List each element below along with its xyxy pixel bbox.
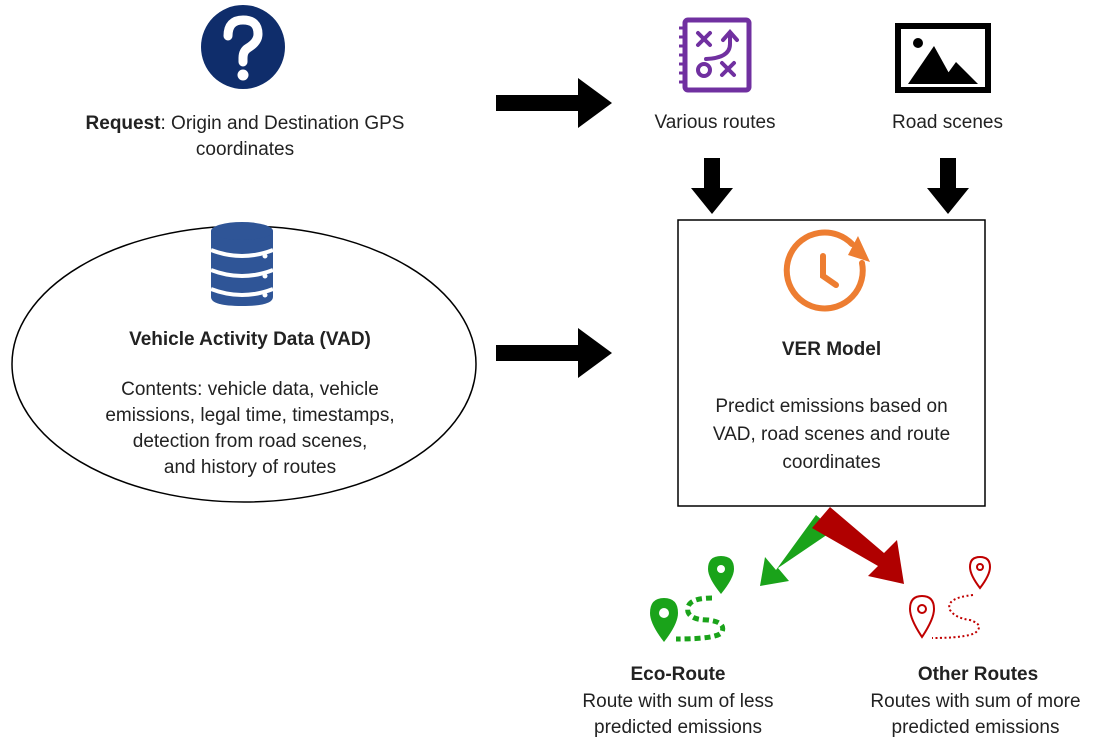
arrow-eco-route <box>760 515 834 586</box>
clock-history-icon <box>783 229 870 312</box>
ver-model-description-line: VAD, road scenes and route <box>712 424 951 445</box>
request-label: Request: Origin and Destination GPS coor… <box>60 111 430 163</box>
ver-model-description: Predict emissions based on VAD, road sce… <box>678 393 985 477</box>
request-label-rest: : Origin and Destination GPS <box>160 113 405 134</box>
road-scenes-label: Road scenes <box>892 112 1003 133</box>
eco-route-description: Route with sum of less predicted emissio… <box>548 689 808 741</box>
ver-model-description-line: coordinates <box>782 452 881 473</box>
eco-route-icon <box>650 556 734 642</box>
eco-route-description-line: predicted emissions <box>594 717 762 738</box>
other-routes-icon <box>908 555 992 639</box>
request-label-line2: coordinates <box>195 139 295 160</box>
vad-contents-line: emissions, legal time, timestamps, <box>105 405 395 426</box>
other-routes-description-line: Routes with sum of more <box>870 691 1081 712</box>
various-routes-label: Various routes <box>654 112 776 133</box>
request-label-bold: Request <box>85 113 161 134</box>
routes-map-icon <box>679 17 752 93</box>
arrow-scenes-to-model <box>927 158 969 214</box>
eco-route-title: Eco-Route <box>630 664 726 685</box>
vad-contents-line: and history of routes <box>163 457 337 478</box>
vad-contents-line: detection from road scenes, <box>132 431 368 452</box>
ver-model-description-line: Predict emissions based on <box>715 396 948 417</box>
arrow-vad-to-model <box>496 328 612 378</box>
ver-model-box <box>677 219 986 507</box>
other-routes-title: Other Routes <box>917 664 1039 685</box>
ver-model-title: VER Model <box>781 339 882 360</box>
other-routes-description: Routes with sum of more predicted emissi… <box>848 689 1103 741</box>
eco-route-description-line: Route with sum of less <box>582 691 774 712</box>
image-icon <box>895 23 991 93</box>
vad-title: Vehicle Activity Data (VAD) <box>129 329 371 350</box>
arrow-request-to-routes <box>496 78 612 128</box>
arrow-other-routes <box>812 507 904 584</box>
database-icon <box>210 222 274 306</box>
other-routes-description-line: predicted emissions <box>891 717 1060 738</box>
question-icon <box>201 5 285 89</box>
vad-contents: Contents: vehicle data, vehicle emission… <box>60 377 440 481</box>
vad-contents-line: Contents: vehicle data, vehicle <box>121 379 379 400</box>
arrow-routes-to-model <box>691 158 733 214</box>
